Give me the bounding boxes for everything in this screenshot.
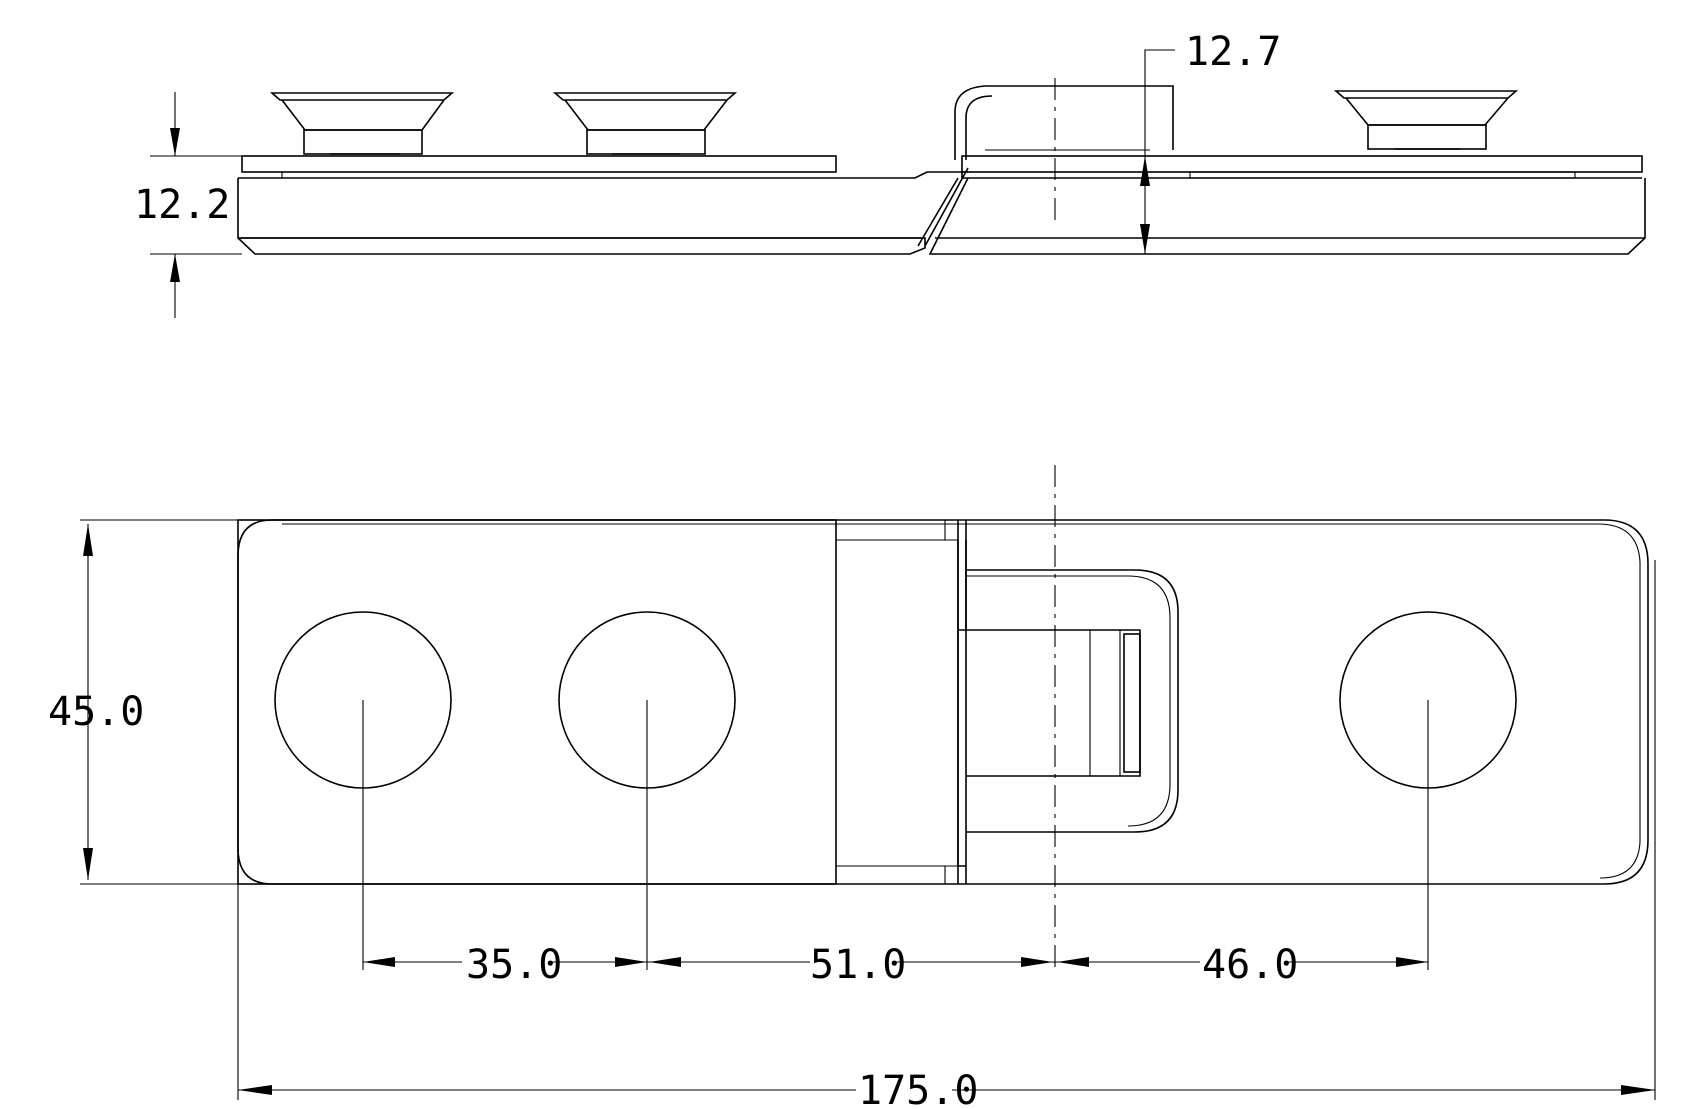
dim-spacing-3-label: 46.0 <box>1202 942 1298 988</box>
dim-overall-length-label: 175.0 <box>858 1068 978 1109</box>
dim-clip-height: 12.7 <box>1140 29 1281 254</box>
dim-spacing-1-label: 35.0 <box>466 942 562 988</box>
top-hinge <box>836 520 967 884</box>
side-suction-cup-3 <box>1333 90 1519 150</box>
side-hinge <box>917 85 1174 247</box>
top-outline <box>237 519 1649 885</box>
dim-side-height-label: 12.2 <box>134 182 230 228</box>
top-view <box>80 465 1649 970</box>
dim-width: 45.0 <box>48 524 144 880</box>
dim-clip-height-label: 12.7 <box>1185 29 1281 75</box>
side-suction-cup-1 <box>269 92 455 155</box>
side-left-plate <box>237 155 968 255</box>
dim-spacing-2-label: 51.0 <box>810 942 906 988</box>
side-right-plate <box>928 155 1646 255</box>
side-view <box>237 78 1646 255</box>
side-suction-cup-2 <box>552 92 738 155</box>
dim-width-label: 45.0 <box>48 689 144 735</box>
dim-side-height: 12.2 <box>134 92 242 318</box>
top-latch <box>965 569 1179 833</box>
dim-overall-length: 175.0 <box>237 560 1656 1109</box>
dim-spacing: 35.0 51.0 46.0 <box>362 700 1429 988</box>
